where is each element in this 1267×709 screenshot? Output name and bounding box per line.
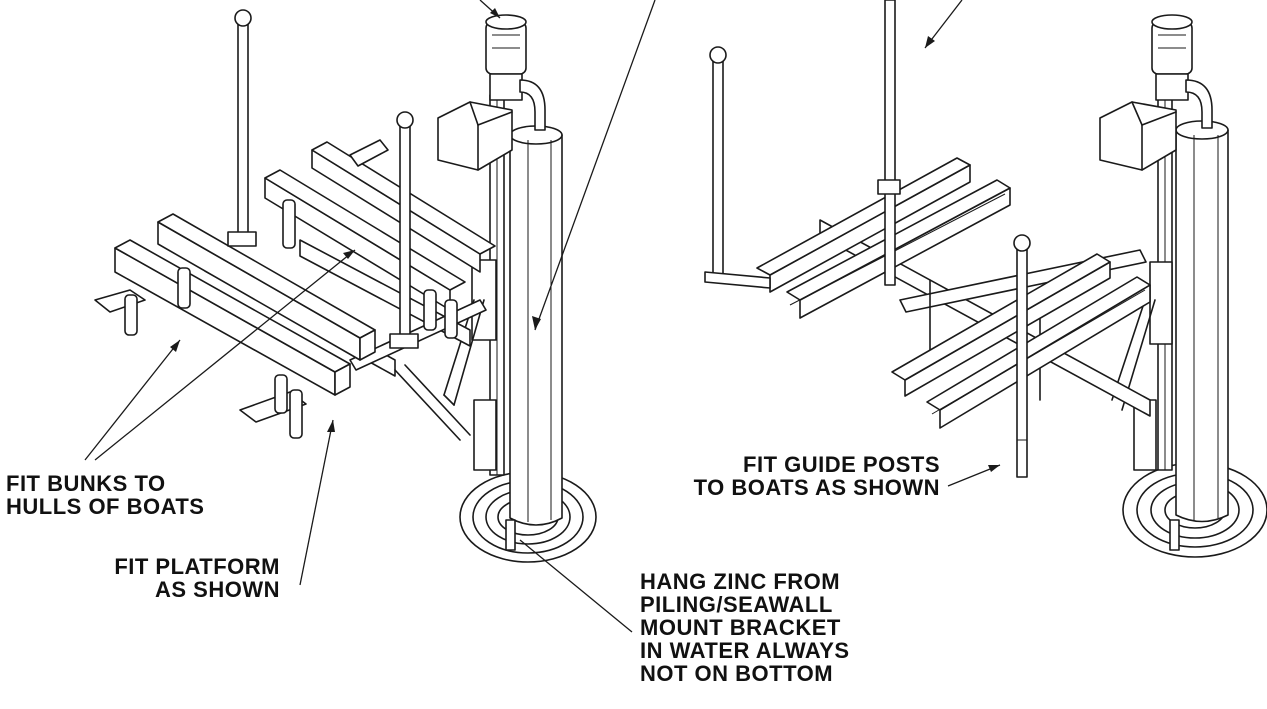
hang-zinc-label: HANG ZINC FROM PILING/SEAWALL MOUNT BRAC… <box>640 570 850 685</box>
hang-zinc-line-5: NOT ON BOTTOM <box>640 661 834 686</box>
left-guide-post-2-icon <box>389 111 419 349</box>
right-bunk-4-icon <box>926 276 1151 429</box>
right-piling-icon <box>1175 120 1229 523</box>
right-guide-post-3-icon <box>1013 234 1031 478</box>
leader-lines <box>84 0 1001 633</box>
right-lift-assembly <box>704 0 1267 558</box>
fit-bunks-line-2: HULLS OF BOATS <box>6 494 205 519</box>
left-switch-box-icon <box>437 101 513 171</box>
fit-guide-posts-line-2: TO BOATS AS SHOWN <box>693 475 940 500</box>
left-piling-icon <box>509 125 563 526</box>
fit-guide-posts-label: FIT GUIDE POSTS TO BOATS AS SHOWN <box>600 453 940 499</box>
left-zinc-anode-icon <box>505 519 516 551</box>
right-bunk-2-icon <box>786 179 1011 319</box>
right-bunk-1-icon <box>756 157 971 293</box>
right-switch-box-icon <box>1099 101 1177 171</box>
left-bunk-1-icon <box>114 239 351 396</box>
fit-platform-line-2: AS SHOWN <box>155 577 280 602</box>
hang-zinc-line-4: IN WATER ALWAYS <box>640 638 850 663</box>
fit-guide-posts-line-1: FIT GUIDE POSTS <box>743 452 940 477</box>
left-guide-post-1-icon <box>227 9 257 247</box>
right-lift-mast-icon <box>1111 89 1173 471</box>
hang-zinc-line-1: HANG ZINC FROM <box>640 569 841 594</box>
right-guide-post-2-icon <box>877 0 901 286</box>
fit-platform-line-1: FIT PLATFORM <box>114 554 280 579</box>
hang-zinc-line-2: PILING/SEAWALL <box>640 592 833 617</box>
left-motor-icon <box>485 14 546 131</box>
left-bunk-2-icon <box>157 213 376 361</box>
fit-bunks-label: FIT BUNKS TO HULLS OF BOATS <box>6 472 204 518</box>
hang-zinc-line-3: MOUNT BRACKET <box>640 615 841 640</box>
fit-bunks-line-1: FIT BUNKS TO <box>6 471 166 496</box>
left-lift-assembly <box>94 9 597 563</box>
right-zinc-anode-icon <box>1169 519 1180 551</box>
right-guide-post-1-icon <box>704 46 771 289</box>
right-bunk-3-icon <box>891 253 1111 397</box>
fit-platform-label: FIT PLATFORM AS SHOWN <box>100 555 280 601</box>
right-motor-icon <box>1151 14 1213 129</box>
left-bunk-brackets-icon <box>124 199 458 439</box>
